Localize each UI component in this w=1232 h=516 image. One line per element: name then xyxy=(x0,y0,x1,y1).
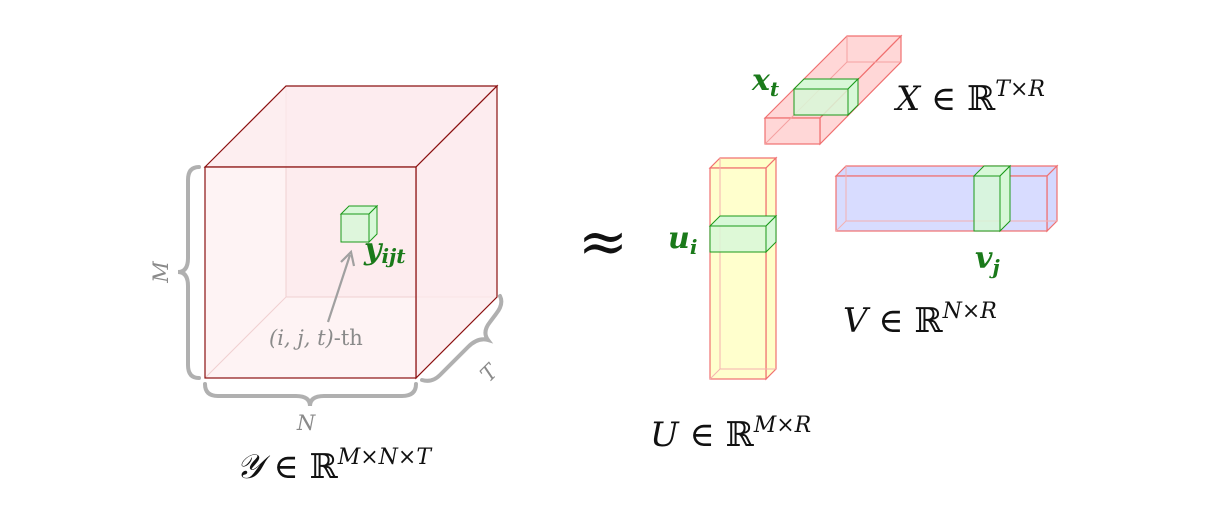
tensor-cube xyxy=(203,84,499,380)
brace-t xyxy=(420,294,504,383)
brace-m xyxy=(177,165,201,380)
entry-arrow xyxy=(326,249,356,323)
factor-u-label: U ∈ ℝM×R xyxy=(650,413,811,455)
tensor-entry-cube xyxy=(339,204,379,244)
factor-v-bar xyxy=(834,164,1059,233)
brace-n xyxy=(203,382,418,407)
factor-u-bar xyxy=(708,156,778,381)
dim-label-m: M xyxy=(149,261,173,284)
vector-u-label: ui xyxy=(668,221,697,259)
entry-label: yijt xyxy=(363,232,406,268)
cube-front-face xyxy=(204,166,417,379)
factor-v-slice xyxy=(972,164,1012,233)
entry-note: (i, j, t)-th xyxy=(269,326,363,350)
vector-v-label: vj xyxy=(975,241,1000,279)
tensor-label: 𝒴 ∈ ℝM×N×T xyxy=(236,445,433,487)
factor-x-slice xyxy=(792,77,860,117)
vector-x-label: xt xyxy=(751,63,780,101)
approx-symbol: ≈ xyxy=(578,207,628,277)
dim-label-n: N xyxy=(296,411,316,435)
factor-v-label: V ∈ ℝN×R xyxy=(843,299,997,341)
dim-label-t: T xyxy=(476,358,504,386)
factor-u-slice xyxy=(708,214,778,254)
factor-x-label: X ∈ ℝT×R xyxy=(893,77,1045,119)
